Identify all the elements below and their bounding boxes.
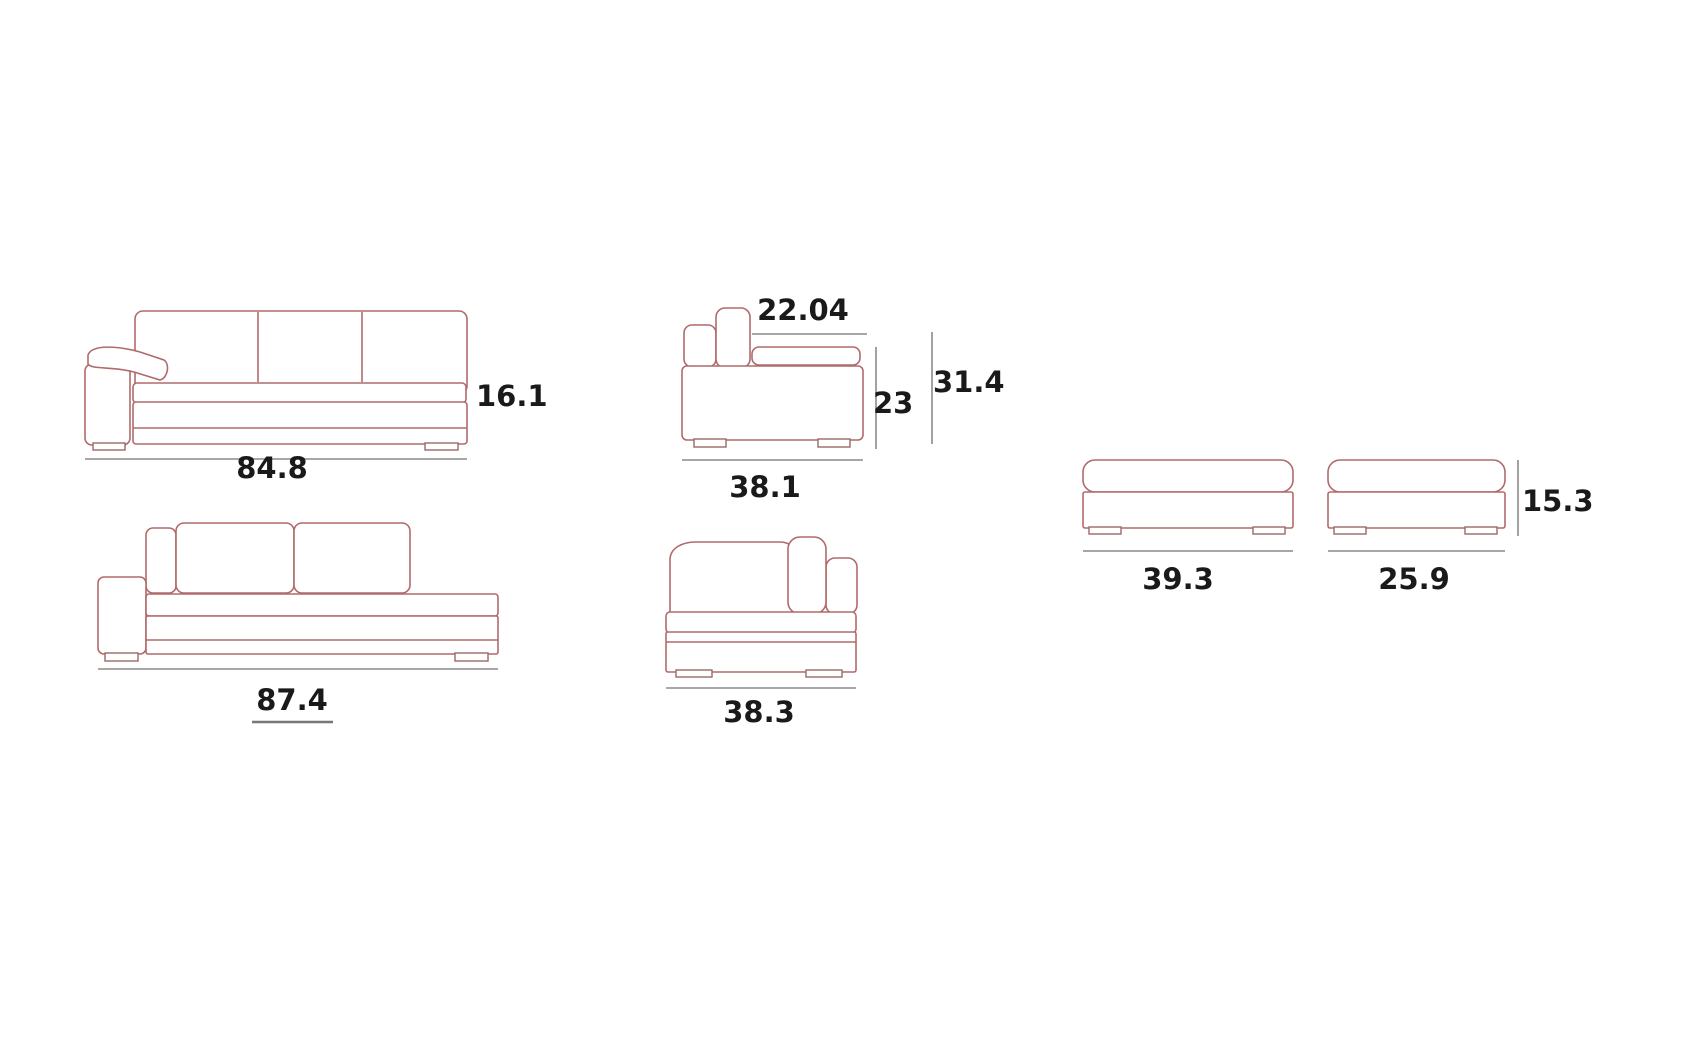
sofa-foot-right xyxy=(424,442,459,451)
sofa-armrest-pad xyxy=(87,346,169,381)
sofa-arm xyxy=(84,363,131,446)
side-depth-label: 38.1 xyxy=(729,470,801,504)
side-view-drawing xyxy=(681,307,933,461)
chaise-longue-drawing xyxy=(97,522,499,724)
chaise-arm xyxy=(97,576,147,655)
corner-base xyxy=(665,631,857,673)
corner-cushion xyxy=(787,536,827,615)
ottoman-large-foot-right xyxy=(1252,526,1286,535)
chaise-base xyxy=(145,615,499,655)
corner-foot-left xyxy=(675,669,713,678)
ottoman-height-label: 15.3 xyxy=(1522,484,1594,518)
corner-foot-right xyxy=(805,669,843,678)
side-armrest-top xyxy=(751,346,861,366)
ottoman-large-cushion xyxy=(1082,459,1294,493)
chaise-back-end-cushion xyxy=(145,527,177,594)
ottoman-small-foot-right xyxy=(1464,526,1498,535)
side-depth-top-label: 22.04 xyxy=(757,293,849,327)
sofa-back-cushion-dividers xyxy=(257,312,363,382)
sofa-back-frame xyxy=(134,310,468,395)
side-back-low xyxy=(683,324,717,368)
ottoman-small-drawing xyxy=(1327,459,1519,552)
sofa-foot-left xyxy=(92,442,126,451)
chaise-back-cushion-1 xyxy=(175,522,295,594)
ottoman-large-base xyxy=(1082,491,1294,529)
ottoman-small-base xyxy=(1327,491,1506,529)
sofa-seat-height-label: 16.1 xyxy=(476,379,548,413)
chaise-seat xyxy=(145,593,499,617)
chaise-foot-right xyxy=(454,652,489,662)
ottoman-large-drawing xyxy=(1082,459,1294,552)
sofa-seat-cushion xyxy=(132,382,467,404)
ottoman-small-foot-left xyxy=(1333,526,1367,535)
corner-seat xyxy=(665,611,857,634)
sofa-base xyxy=(132,401,468,445)
side-foot-left xyxy=(693,438,727,448)
sofa-width-label: 84.8 xyxy=(236,451,308,485)
side-total-height-label: 31.4 xyxy=(933,365,1005,399)
side-foot-right xyxy=(817,438,851,448)
chaise-back-cushion-2 xyxy=(293,522,411,594)
side-arm-height-label: 23 xyxy=(873,386,913,420)
ottoman-small-width-label: 25.9 xyxy=(1378,562,1450,596)
ottoman-small-cushion xyxy=(1327,459,1506,493)
side-body xyxy=(681,365,864,441)
corner-arm-back xyxy=(825,557,858,615)
ottoman-large-width-label: 39.3 xyxy=(1142,562,1214,596)
sofa-with-arm-drawing xyxy=(84,310,468,460)
corner-width-label: 38.3 xyxy=(723,695,795,729)
chaise-width-label: 87.4 xyxy=(256,683,328,717)
corner-unit-drawing xyxy=(665,536,858,689)
chaise-foot-left xyxy=(104,652,139,662)
side-back-high xyxy=(715,307,751,369)
corner-back xyxy=(669,541,796,615)
ottoman-large-foot-left xyxy=(1088,526,1122,535)
